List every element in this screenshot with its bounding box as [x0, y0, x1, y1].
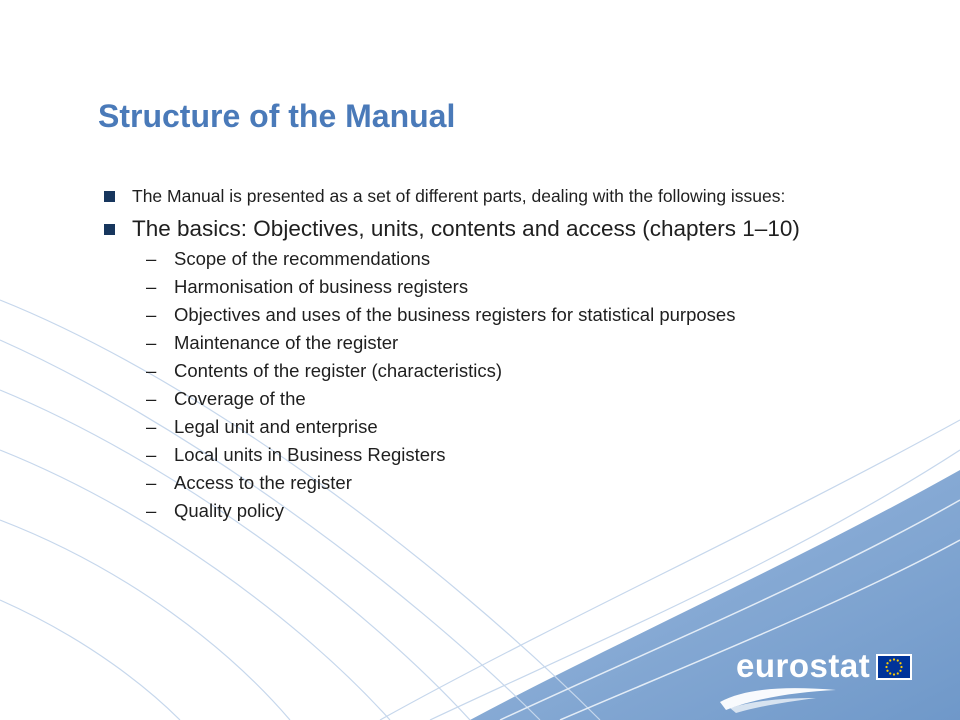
blue-wave-fill [470, 470, 960, 720]
flag-star [892, 658, 896, 661]
sub-bullet-text: Harmonisation of business registers [174, 276, 469, 297]
sub-bullet-list: –Scope of the recommendations –Harmonisa… [104, 248, 864, 522]
flag-star [899, 662, 902, 665]
dash-bullet: – [146, 304, 157, 325]
wave-line [0, 599, 181, 720]
flag-star [896, 659, 899, 662]
dash-bullet: – [146, 444, 157, 465]
dash-bullet: – [146, 360, 157, 381]
sub-bullet-item: –Coverage of the [104, 388, 864, 410]
sub-bullet-item: –Harmonisation of business registers [104, 276, 864, 298]
bullet-text: The Manual is presented as a set of diff… [132, 186, 786, 206]
square-bullet-icon [104, 224, 115, 235]
flag-star [886, 662, 889, 665]
flag-star [889, 672, 892, 675]
bullet-heading: The basics: Objectives, units, contents … [104, 216, 864, 242]
sub-bullet-item: –Objectives and uses of the business reg… [104, 304, 864, 326]
eurostat-logo: eurostat [716, 640, 916, 713]
sub-bullet-item: –Maintenance of the register [104, 332, 864, 354]
slide-title: Structure of the Manual [98, 98, 456, 134]
sub-bullet-text: Access to the register [174, 472, 352, 493]
swoosh-icon [720, 688, 836, 713]
sub-bullet-item: –Scope of the recommendations [104, 248, 864, 270]
sub-bullet-text: Coverage of the [174, 388, 306, 409]
dash-bullet: – [146, 416, 157, 437]
dash-bullet: – [146, 388, 157, 409]
flag-star [899, 669, 902, 672]
flag-star [886, 669, 889, 672]
wave-line [0, 449, 391, 720]
sub-bullet-item: –Legal unit and enterprise [104, 416, 864, 438]
dash-bullet: – [146, 472, 157, 493]
dash-bullet: – [146, 248, 157, 269]
dash-bullet: – [146, 276, 157, 297]
wave-line [379, 419, 960, 720]
wave-line [0, 339, 541, 720]
flag-star [885, 665, 888, 669]
wave-line [0, 299, 601, 720]
wave-line [429, 449, 960, 720]
bullet-list: The Manual is presented as a set of diff… [104, 186, 864, 528]
eu-flag-icon [876, 654, 912, 680]
flag-star [896, 672, 899, 675]
logo-wordmark: eurostat [736, 647, 871, 684]
dash-bullet: – [146, 500, 157, 521]
sub-bullet-item: –Access to the register [104, 472, 864, 494]
bullet-text: The basics: Objectives, units, contents … [132, 216, 800, 241]
wave-line [0, 519, 291, 720]
flag-star [892, 673, 896, 676]
sub-bullet-text: Legal unit and enterprise [174, 416, 378, 437]
sub-bullet-item: –Local units in Business Registers [104, 444, 864, 466]
dash-bullet: – [146, 332, 157, 353]
flag-star [900, 665, 903, 669]
square-bullet-icon [104, 191, 115, 202]
sub-bullet-item: –Quality policy [104, 500, 864, 522]
sub-bullet-text: Local units in Business Registers [174, 444, 446, 465]
flag-star [889, 659, 892, 662]
sub-bullet-text: Scope of the recommendations [174, 248, 431, 269]
sub-bullet-text: Maintenance of the register [174, 332, 399, 353]
wave-highlight [499, 499, 960, 720]
sub-bullet-text: Contents of the register (characteristic… [174, 360, 502, 381]
wave-line [0, 389, 471, 720]
bullet-intro: The Manual is presented as a set of diff… [104, 186, 864, 207]
sub-bullet-item: –Contents of the register (characteristi… [104, 360, 864, 382]
wave-highlight [559, 539, 960, 720]
sub-bullet-text: Objectives and uses of the business regi… [174, 304, 736, 325]
sub-bullet-text: Quality policy [174, 500, 285, 521]
